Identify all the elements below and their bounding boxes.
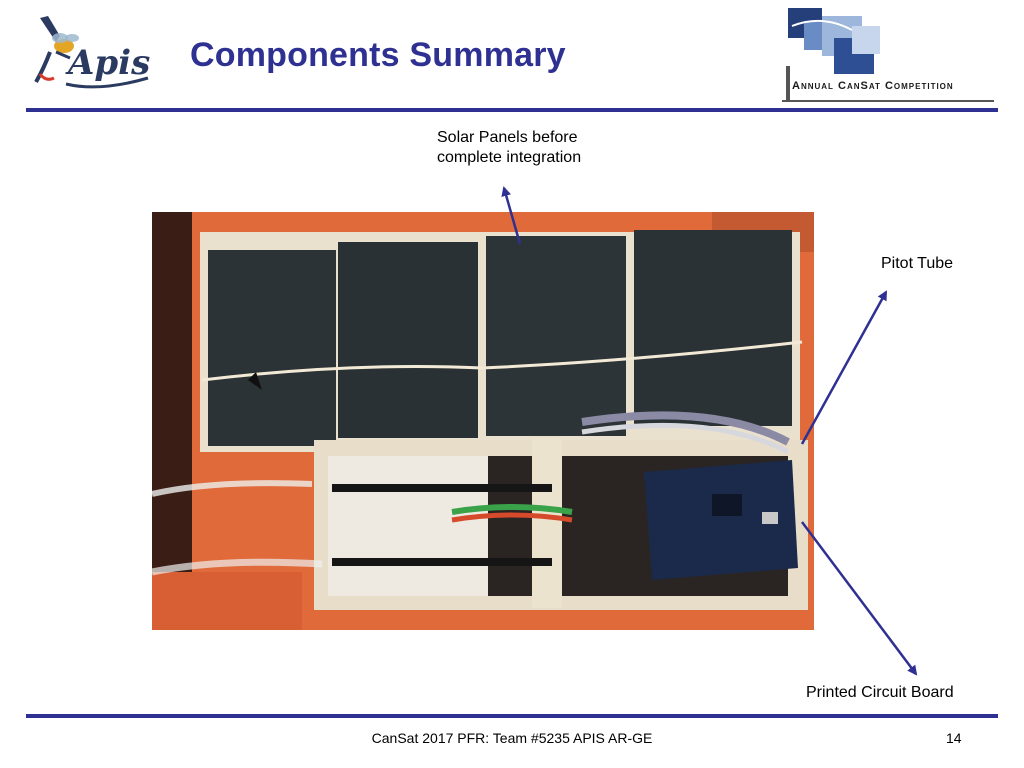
cansat-competition-text: Annual CanSat Competition bbox=[792, 80, 954, 92]
solar-panels-label: Solar Panels before complete integration bbox=[437, 129, 582, 166]
pitot-tube-label: Pitot Tube bbox=[881, 255, 954, 272]
footer-divider bbox=[26, 714, 998, 718]
slide-title: Components Summary bbox=[190, 36, 566, 74]
apis-logo-text: Apis bbox=[65, 43, 150, 83]
footer-text: CanSat 2017 PFR: Team #5235 APIS AR-GE bbox=[371, 730, 653, 746]
page-number: 14 bbox=[946, 730, 962, 746]
bee-icon bbox=[34, 16, 79, 83]
cansat-competition-logo bbox=[782, 8, 994, 102]
pitot-arrow bbox=[800, 290, 888, 445]
header-divider bbox=[26, 108, 998, 112]
cansat-assembly-photo bbox=[152, 212, 814, 630]
apis-logo: Apis bbox=[34, 16, 150, 89]
pcb-arrow bbox=[801, 521, 918, 676]
pcb-label: Printed Circuit Board bbox=[806, 684, 954, 701]
pcb bbox=[644, 460, 798, 580]
